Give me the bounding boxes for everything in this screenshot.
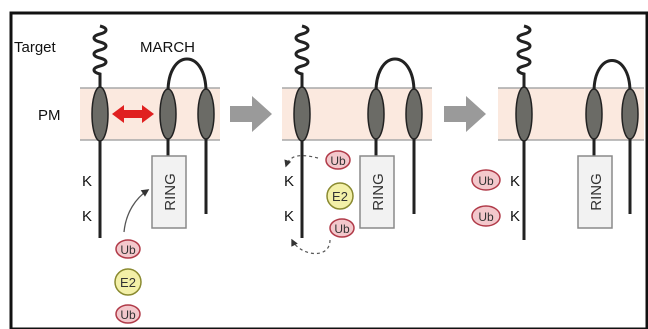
ring-label-1: RING [162, 173, 179, 211]
e2-1-label: E2 [120, 275, 136, 290]
panel-3: RING K K Ub Ub [471, 24, 639, 240]
ub-e2-complex-2: Ub E2 Ub [325, 150, 355, 238]
pm-label: PM [38, 107, 61, 124]
ring-domain-2 [359, 155, 395, 229]
march-tm-domain-right-2 [405, 88, 423, 140]
step-arrow-1 [230, 96, 272, 132]
march-tm-domain-left-1 [159, 88, 177, 140]
ring-label-2: RING [370, 173, 387, 211]
lysine-label-3a: K [510, 173, 520, 190]
march-loop-2 [374, 57, 416, 93]
ub-conjugated-3b-label: Ub [478, 210, 494, 224]
transfer-arrow-1 [123, 189, 150, 233]
ub-bottom-1-label: Ub [120, 308, 136, 322]
panel-1: RING K K Ub E2 Ub [82, 24, 215, 324]
lysine-label-1b: K [82, 208, 92, 225]
lysine-label-1a: K [82, 173, 92, 190]
target-tm-domain-1 [91, 86, 109, 142]
march-label: MARCH [140, 39, 195, 56]
interaction-arrow [112, 105, 154, 123]
ub-conjugated-3a [471, 169, 501, 191]
march-tm-domain-left-3 [585, 88, 603, 140]
transfer-arrow-2-top [284, 155, 319, 168]
ub-conjugated-3a-label: Ub [478, 174, 494, 188]
target-tm-domain-2 [293, 86, 311, 142]
ring-label-3: RING [588, 173, 605, 211]
march-tm-domain-right-1 [197, 88, 215, 140]
lysine-label-2a: K [284, 173, 294, 190]
e2-2-label: E2 [332, 189, 348, 204]
target-extracellular-coil-3 [516, 24, 532, 88]
march-tm-domain-left-2 [367, 88, 385, 140]
lysine-label-2b: K [284, 208, 294, 225]
march-tm-domain-right-3 [621, 88, 639, 140]
target-tm-domain-3 [515, 86, 533, 142]
march-loop-1 [166, 57, 208, 93]
target-extracellular-coil-2 [294, 24, 310, 88]
ub-bottom-2 [329, 218, 355, 238]
e2-2 [326, 182, 354, 210]
ub-top-1 [115, 239, 141, 259]
panel-2: RING K K Ub E2 Ub [284, 24, 423, 255]
ub-e2-complex-1: Ub E2 Ub [114, 239, 142, 324]
march-loop-3 [592, 59, 632, 93]
ub-top-2 [325, 150, 351, 170]
ub-top-1-label: Ub [120, 243, 136, 257]
ub-bottom-2-label: Ub [334, 222, 350, 236]
lysine-label-3b: K [510, 208, 520, 225]
ub-conjugated-3b [471, 205, 501, 227]
step-arrow-2 [444, 96, 486, 132]
target-label: Target [14, 39, 57, 56]
e2-1 [114, 268, 142, 296]
ub-bottom-1 [115, 304, 141, 324]
target-extracellular-coil-1 [92, 24, 108, 88]
ring-domain-3 [577, 155, 613, 229]
ring-domain-1 [151, 155, 187, 229]
ub-top-2-label: Ub [330, 154, 346, 168]
